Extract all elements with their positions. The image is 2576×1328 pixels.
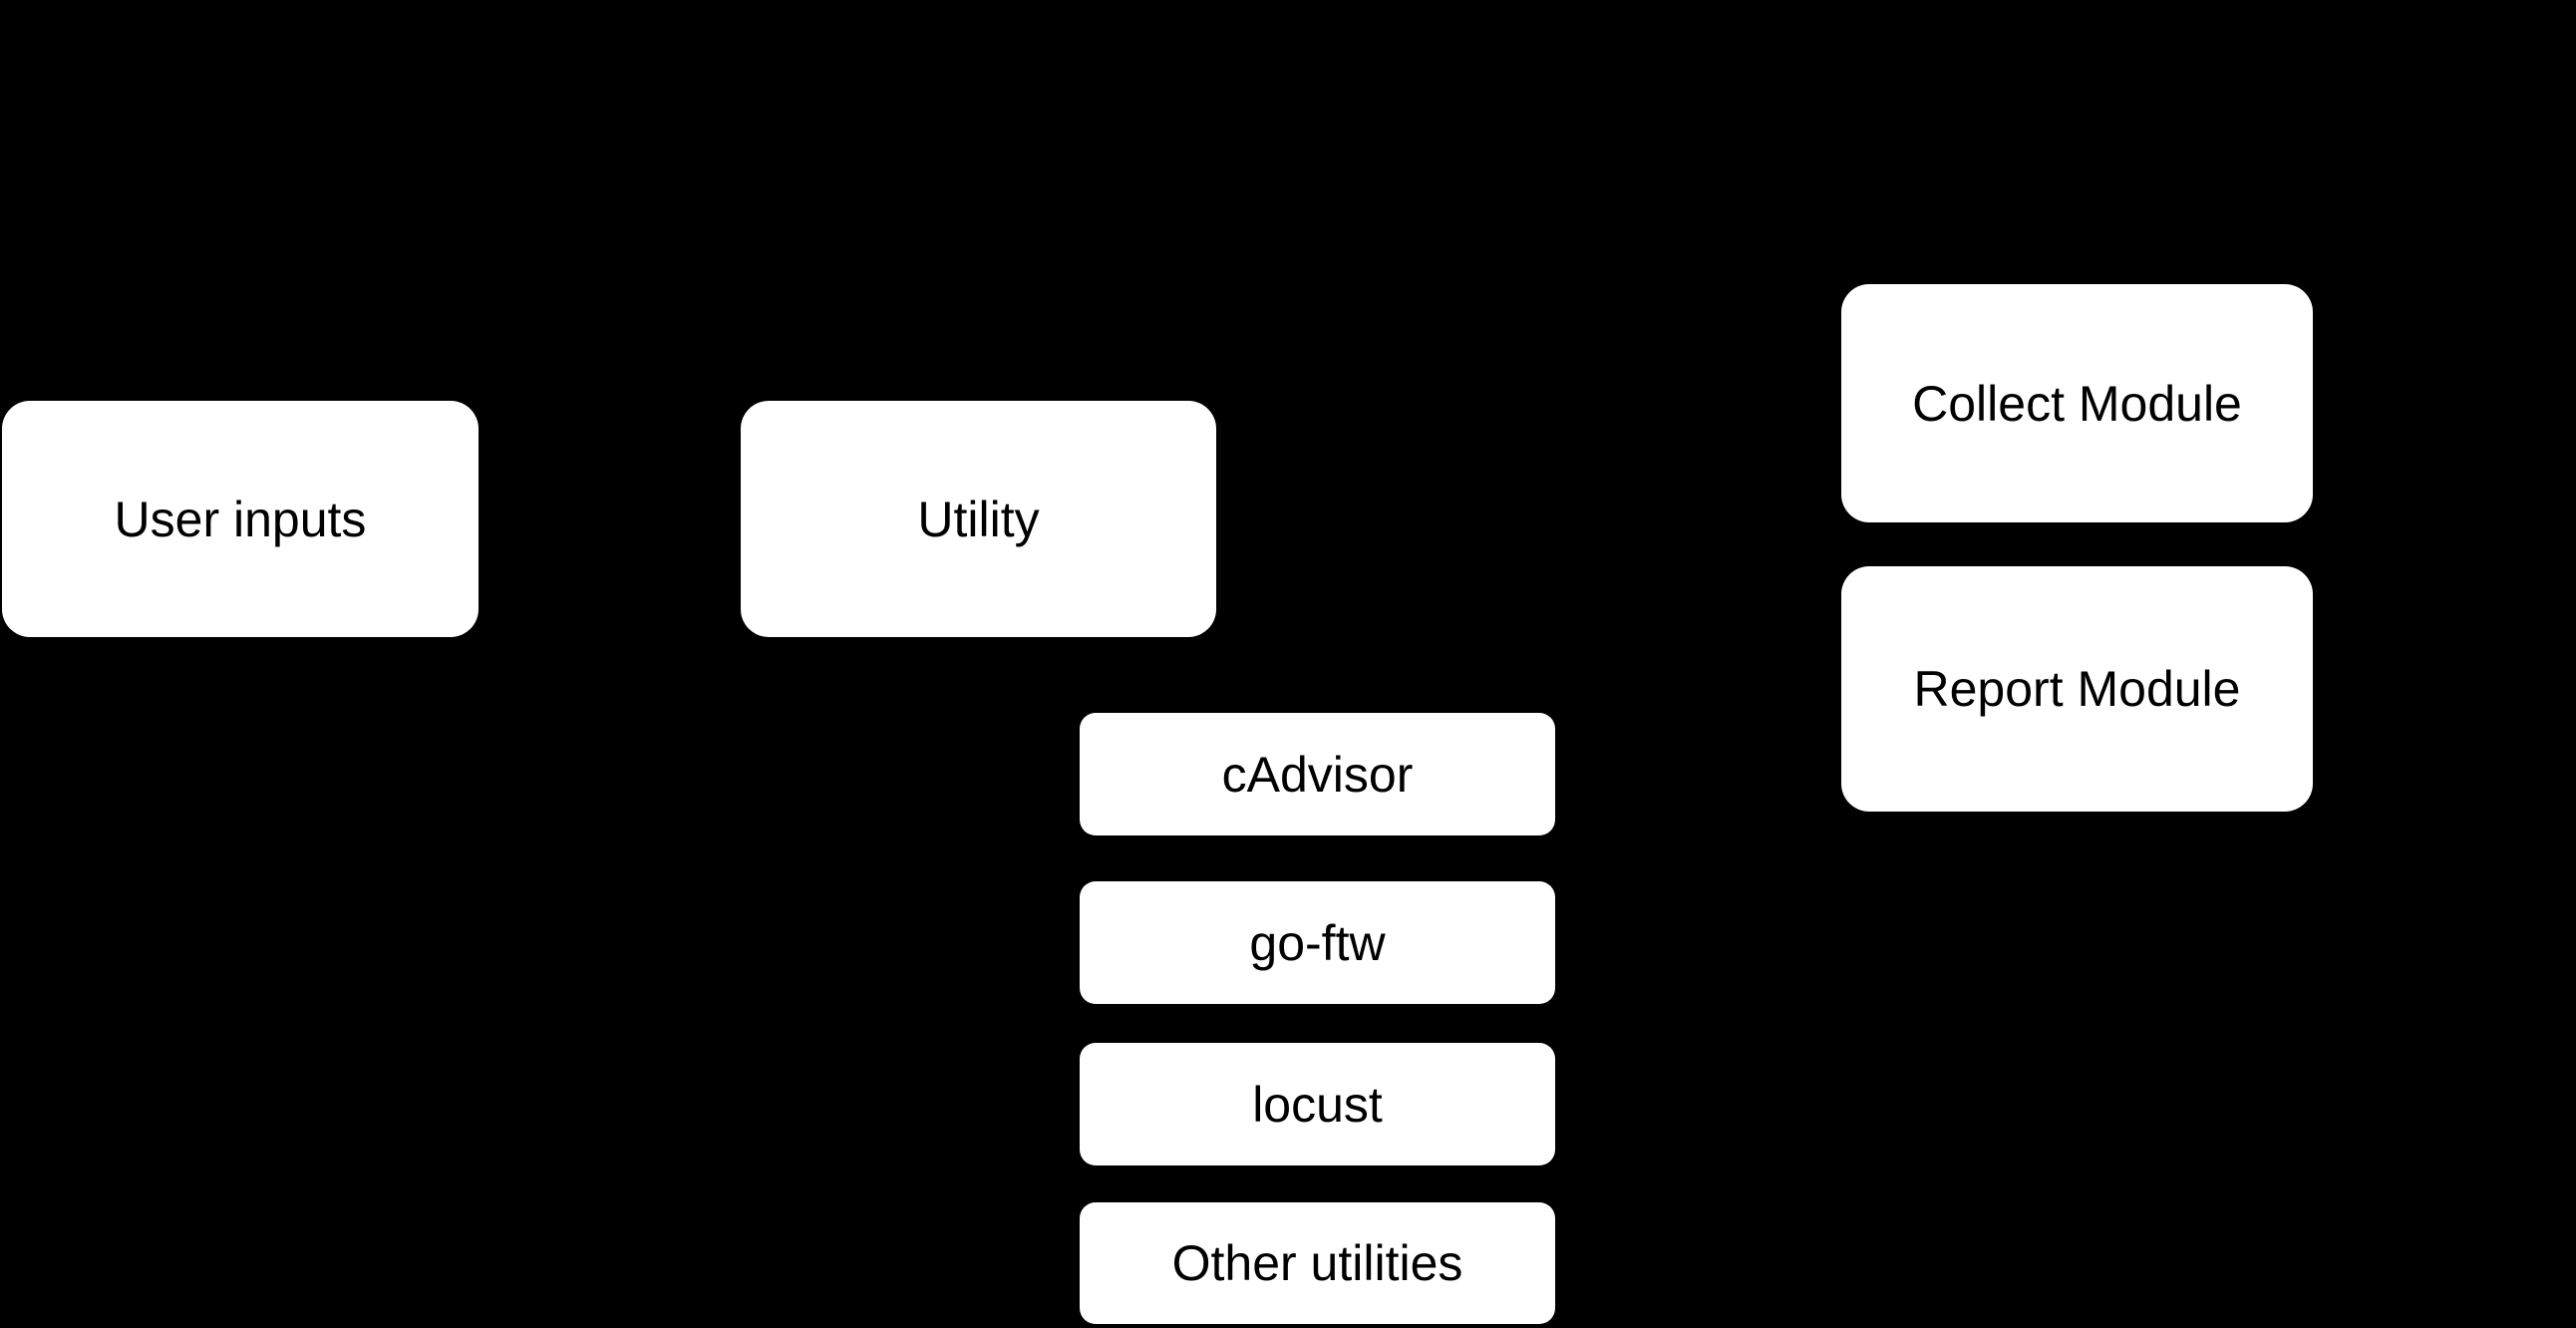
- node-locust: locust: [1080, 1043, 1555, 1165]
- node-cadvisor-label: cAdvisor: [1221, 746, 1414, 803]
- node-cadvisor: cAdvisor: [1080, 713, 1555, 835]
- node-user-inputs-label: User inputs: [114, 491, 367, 547]
- node-collect-module: Collect Module: [1841, 284, 2313, 522]
- node-other-utilities-label: Other utilities: [1171, 1235, 1463, 1291]
- node-go-ftw: go-ftw: [1080, 881, 1555, 1004]
- node-utility-label: Utility: [917, 491, 1040, 547]
- node-utility: Utility: [741, 401, 1216, 637]
- node-go-ftw-label: go-ftw: [1249, 914, 1386, 971]
- node-user-inputs: User inputs: [2, 401, 479, 637]
- node-report-module-label: Report Module: [1913, 661, 2241, 717]
- node-locust-label: locust: [1252, 1076, 1383, 1133]
- node-collect-module-label: Collect Module: [1912, 375, 2242, 432]
- node-report-module: Report Module: [1841, 566, 2313, 812]
- node-other-utilities: Other utilities: [1080, 1202, 1555, 1324]
